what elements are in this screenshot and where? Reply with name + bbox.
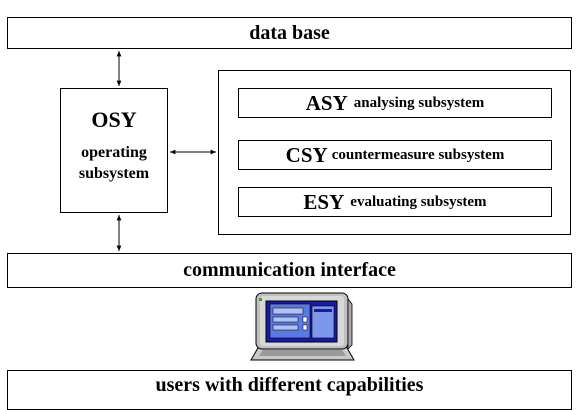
computer-terminal-icon <box>250 292 355 361</box>
esy-abbr: ESY <box>303 189 345 214</box>
csy-name: countermeasure subsystem <box>331 146 505 163</box>
database-box: data base <box>7 17 572 49</box>
osy-line-2: subsystem <box>78 165 150 182</box>
osy-abbr: OSY <box>91 107 137 132</box>
csy-box: CSY countermeasure subsystem <box>238 140 552 170</box>
communication-label: communication interface <box>183 259 396 281</box>
asy-name: analysing subsystem <box>353 94 485 111</box>
esy-box: ESY evaluating subsystem <box>238 187 552 217</box>
users-label: users with different capabilities <box>155 374 424 396</box>
osy-description: operating subsystem <box>61 142 167 184</box>
esy-name: evaluating subsystem <box>350 193 487 210</box>
asy-abbr: ASY <box>305 90 348 115</box>
osy-line-1: operating <box>81 144 147 161</box>
communication-box: communication interface <box>7 253 572 288</box>
asy-box: ASY analysing subsystem <box>238 88 552 118</box>
connector-layer <box>116 51 216 251</box>
database-label: data base <box>249 21 330 44</box>
osy-box: OSY operating subsystem <box>60 88 168 213</box>
csy-abbr: CSY <box>285 142 328 167</box>
